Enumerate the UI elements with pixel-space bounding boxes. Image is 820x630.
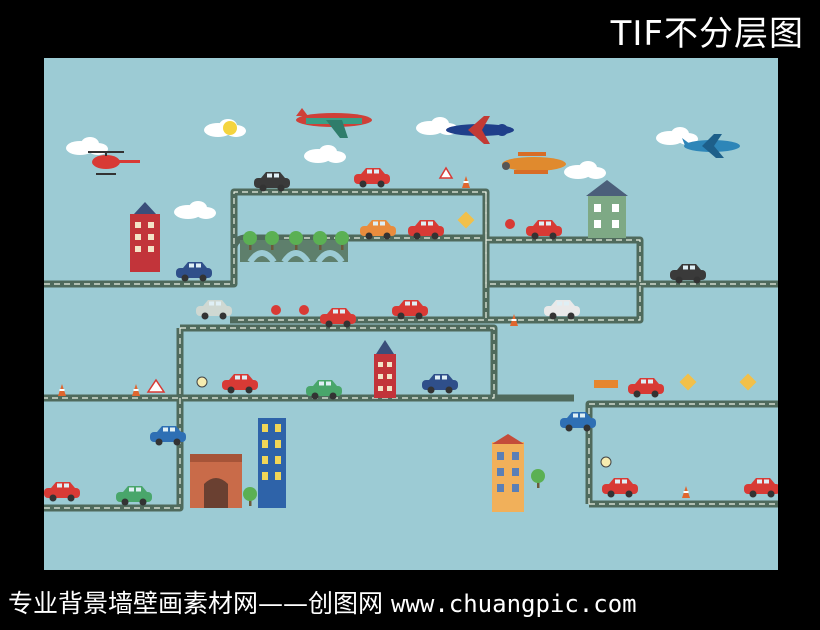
sun-icon [223,121,237,135]
red-tower-building [374,340,396,398]
biplane-icon [502,152,566,174]
airplane-icon [446,116,514,144]
footer-caption: 专业背景墙壁画素材网——创图网 www.chuangpic.com [8,584,637,620]
site-slogan: 专业背景墙壁画素材网——创图网 [8,589,384,618]
helicopter-icon [88,151,140,175]
stop-sign-icon [271,219,515,315]
blue-tower-building [258,418,286,508]
airplane-icon [296,108,372,138]
road-network [44,188,778,512]
airplane-icon [682,134,740,158]
crossing-sign-icon [196,376,612,468]
brick-fire-station-building [190,454,242,508]
bridge [240,231,349,264]
warning-sign-icon [146,166,757,393]
orange-apartment-building [492,434,524,512]
site-url-link[interactable]: www.chuangpic.com [390,590,637,618]
road-map-illustration [44,58,778,570]
image-type-label: TIF不分层图 [610,14,804,54]
green-house-building [586,180,628,238]
red-tower-building [130,202,160,272]
